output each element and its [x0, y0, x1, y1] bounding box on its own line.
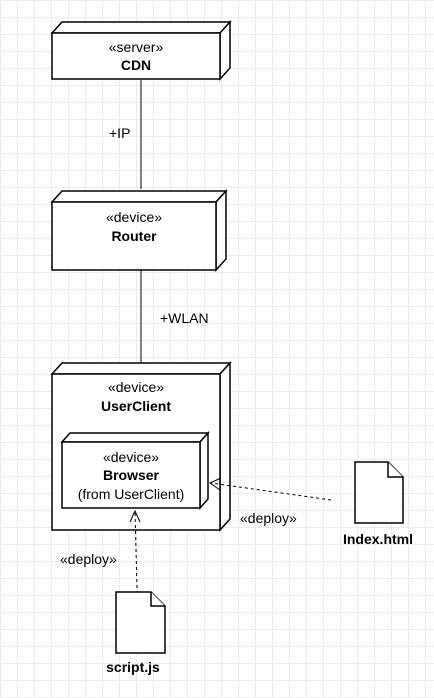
index-html-name: Index.html	[343, 531, 413, 547]
router-userclient-label: +WLAN	[160, 310, 209, 326]
document-fold	[387, 462, 403, 478]
document-fold	[150, 592, 165, 607]
script-browser-deploy-dependency[interactable]	[129, 509, 141, 589]
script-browser-deploy-label: «deploy»	[60, 551, 117, 567]
script-js-artifact[interactable]: script.js	[106, 591, 166, 675]
cdn-name: CDN	[121, 57, 151, 73]
userclient-stereotype: «device»	[108, 379, 164, 395]
router-node[interactable]: «device» Router	[50, 189, 228, 272]
open-arrowhead	[208, 477, 222, 491]
cdn-stereotype: «server»	[109, 39, 164, 55]
document-icon	[115, 591, 166, 654]
cdn-router-label: +IP	[109, 125, 130, 141]
index-browser-deploy-label: «deploy»	[240, 510, 297, 526]
router-stereotype: «device»	[106, 209, 162, 225]
router-name: Router	[111, 228, 157, 244]
browser-node[interactable]: «device» Browser (from UserClient)	[60, 431, 210, 510]
userclient-name: UserClient	[101, 398, 171, 414]
script-js-name: script.js	[106, 659, 160, 675]
open-arrowhead	[129, 509, 141, 523]
browser-stereotype: «device»	[103, 449, 159, 465]
cdn-node[interactable]: «server» CDN	[50, 20, 232, 81]
browser-name: Browser	[103, 467, 160, 483]
index-browser-deploy-dependency[interactable]	[208, 477, 332, 501]
index-html-artifact[interactable]: Index.html	[343, 461, 413, 547]
browser-subtitle: (from UserClient)	[78, 486, 185, 502]
